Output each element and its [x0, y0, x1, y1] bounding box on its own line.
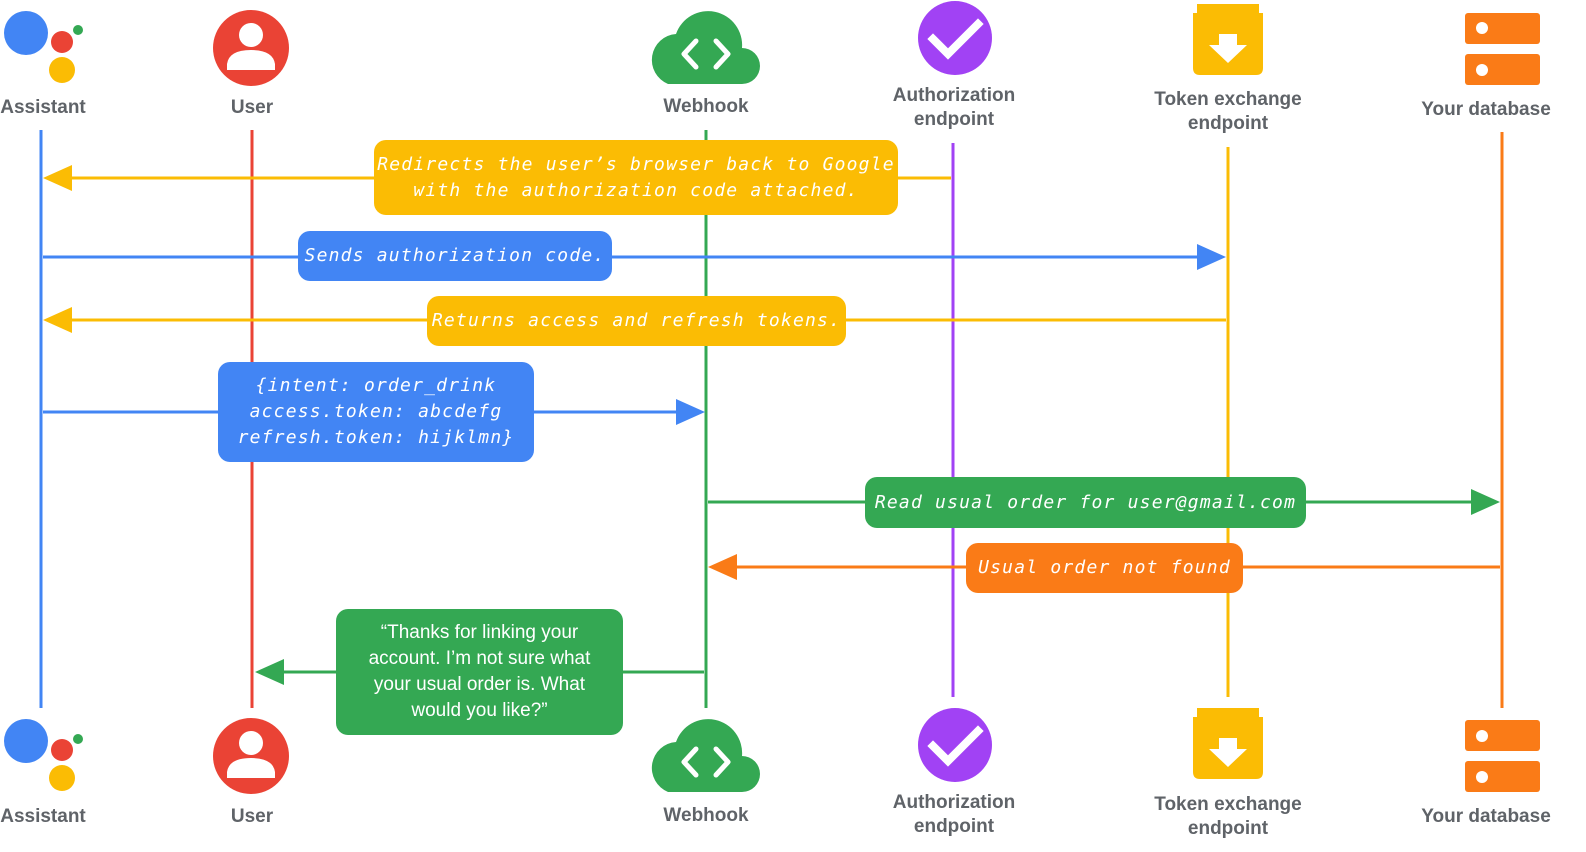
database-icon: [1465, 720, 1540, 792]
webhook-label: Webhook: [663, 96, 749, 117]
webhook-label: Webhook: [663, 805, 749, 826]
cloud-code-icon: [651, 11, 760, 85]
message-assistant-reply-box: “Thanks for linking your account. I’m no…: [336, 609, 623, 735]
checkmark-circle-icon: [918, 1, 992, 75]
message-intent-payload-box: {intent: order_drink access.token: abcde…: [218, 362, 534, 462]
arrow-m2: [43, 244, 1226, 270]
authorization-endpoint-label: Authorization endpoint: [892, 792, 1016, 837]
database-label: Your database: [1421, 806, 1551, 827]
user-label: User: [230, 806, 274, 827]
message-read-order-box: Read usual order for user@gmail.com: [865, 477, 1306, 528]
message-redirect-box: Redirects the user’s browser back to Goo…: [374, 140, 898, 215]
message-return-tokens-box: Returns access and refresh tokens.: [427, 296, 846, 346]
checkmark-circle-icon: [918, 708, 992, 782]
download-box-icon: [1193, 708, 1263, 779]
user-label: User: [230, 97, 274, 118]
authorization-endpoint-label: Authorization endpoint: [892, 85, 1016, 130]
token-exchange-endpoint-label: Token exchange endpoint: [1154, 89, 1302, 134]
message-send-code-box: Sends authorization code.: [298, 231, 612, 281]
google-assistant-icon: [4, 719, 83, 791]
download-box-icon: [1193, 4, 1263, 75]
google-assistant-icon: [4, 11, 83, 83]
assistant-label: Assistant: [0, 97, 86, 118]
database-label: Your database: [1421, 99, 1551, 120]
user-avatar-icon: [213, 10, 289, 86]
user-avatar-icon: [213, 718, 289, 794]
assistant-label: Assistant: [0, 806, 86, 827]
token-exchange-endpoint-label: Token exchange endpoint: [1154, 794, 1302, 839]
message-order-not-found-box: Usual order not found: [966, 543, 1243, 593]
database-icon: [1465, 13, 1540, 85]
cloud-code-icon: [651, 719, 760, 792]
